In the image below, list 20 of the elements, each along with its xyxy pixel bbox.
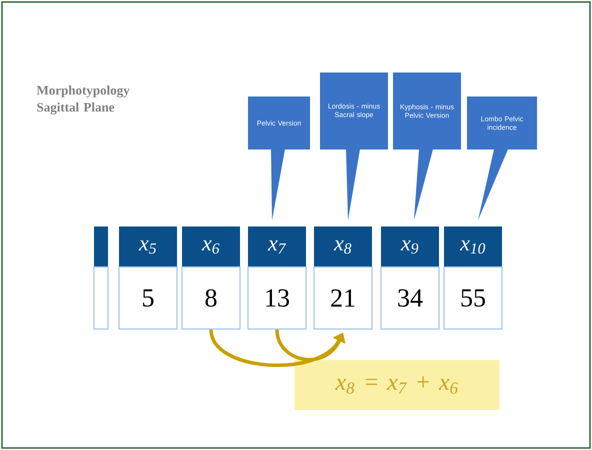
title: Morphotypology Sagittal Plane	[36, 86, 130, 114]
header-cell: x$_{6}$	[182, 226, 240, 268]
value-cell: 5	[118, 266, 178, 330]
value-cell: 21	[313, 266, 373, 330]
header-cell: x$_{9}$	[381, 226, 439, 268]
header-cell: x$_{7}$	[248, 226, 306, 268]
callout-pointer	[414, 149, 433, 220]
formula-box: x$_{8}$ = x$_{7}$ + x$_{6}$	[294, 360, 500, 410]
callout-pointer	[271, 149, 285, 220]
header-cell: x$_{8}$	[314, 226, 372, 268]
header-cell: x$_{10}$	[444, 226, 502, 268]
callout-pointer	[478, 149, 508, 220]
value-cell: 34	[380, 266, 440, 330]
value-cell: 8	[181, 266, 241, 330]
value-cell: 13	[247, 266, 307, 330]
header-cell	[94, 226, 108, 268]
value-cell: 55	[443, 266, 503, 330]
value-cell	[93, 266, 109, 330]
callout-pointer	[346, 149, 360, 220]
header-cell: x$_{5}$	[119, 226, 177, 268]
